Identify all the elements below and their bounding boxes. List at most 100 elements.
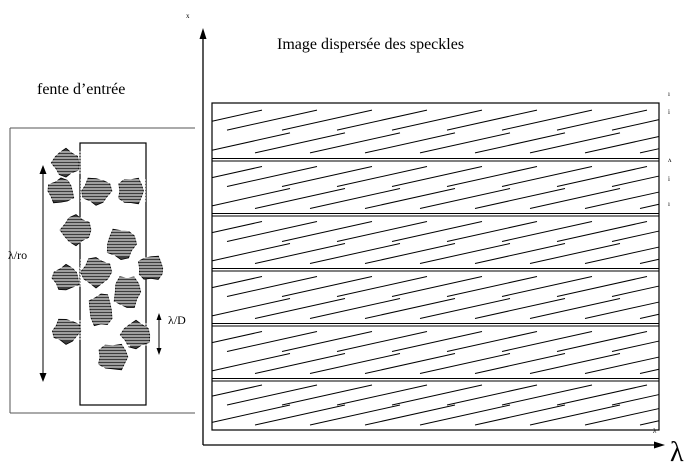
dispersed-streak — [226, 331, 318, 352]
dispersed-streak — [211, 404, 291, 423]
lambda-d-arrow — [156, 313, 162, 355]
dispersed-streak — [226, 276, 318, 297]
axes — [199, 28, 665, 449]
dispersed-streak — [211, 353, 291, 372]
dispersed-streak — [281, 166, 373, 187]
dispersed-streak — [364, 132, 456, 154]
dispersed-streak — [584, 301, 660, 319]
dispersed-streak — [226, 221, 318, 242]
dispersed-streak — [639, 313, 660, 319]
dispersed-streak — [211, 166, 263, 179]
dispersed-streak — [281, 384, 373, 406]
dispersed-streak — [226, 166, 318, 187]
dispersed-streak — [474, 404, 566, 426]
speckle — [46, 177, 76, 204]
dispersed-streak — [254, 243, 346, 264]
dispersed-streak — [611, 119, 660, 131]
dispersed-streak — [336, 221, 428, 242]
dispersed-streak — [309, 188, 401, 209]
dispersed-streak — [446, 331, 538, 352]
speckle-body — [137, 255, 164, 280]
dispersed-streak — [529, 298, 621, 319]
lambda-over-ro-label: λ/ro — [8, 248, 28, 262]
dispersed-streak — [639, 148, 660, 154]
dispersed-streak — [391, 166, 483, 187]
dispersed-streak — [611, 394, 660, 406]
speckle-spectrum-band — [211, 109, 660, 154]
speckle-spectrum-band — [211, 166, 660, 209]
speckle — [112, 276, 142, 308]
dispersed-streak — [211, 188, 291, 207]
dispersed-streak — [501, 109, 593, 131]
dispersed-streak — [226, 384, 318, 406]
dispersed-streak — [446, 221, 538, 242]
dispersed-streak — [529, 243, 621, 264]
dispersed-streak — [281, 276, 373, 297]
dispersed-streak — [611, 230, 660, 242]
dispersed-streak — [336, 331, 428, 352]
speckle — [50, 147, 81, 178]
edge-mark: ʌ — [668, 156, 672, 164]
dispersed-streak — [639, 368, 660, 374]
dispersed-streak — [556, 221, 648, 242]
speckle — [51, 318, 82, 345]
dispersed-streak — [446, 276, 538, 297]
speckle-spectrum-band — [211, 384, 660, 426]
dispersed-streak — [446, 109, 538, 131]
dispersed-streak — [419, 243, 511, 264]
dispersed-image-title: Image dispersée des speckles — [277, 36, 465, 53]
dispersed-streak — [556, 331, 648, 352]
speckle-body — [51, 318, 82, 345]
dispersed-streak — [211, 132, 291, 151]
dispersed-streak — [254, 132, 346, 154]
dispersed-streak — [336, 109, 428, 131]
dispersed-streak — [419, 132, 511, 154]
dispersed-streak — [211, 298, 291, 317]
speckle — [116, 177, 146, 205]
dispersed-streak — [501, 276, 593, 297]
speckle-body — [98, 343, 129, 371]
dispersed-streak — [501, 384, 593, 406]
speckle — [96, 343, 130, 371]
dispersed-streak — [391, 384, 483, 406]
dispersed-streak — [446, 384, 538, 406]
dispersed-image-frame — [211, 102, 660, 431]
speckle — [136, 255, 166, 280]
dispersed-streak — [584, 356, 660, 374]
dispersed-streak — [211, 221, 263, 234]
dispersed-streak — [501, 221, 593, 242]
horizontal-axis-arrow — [654, 441, 665, 449]
dispersed-streak — [529, 188, 621, 209]
dispersed-streak — [211, 109, 263, 122]
speckle — [119, 319, 152, 350]
dispersed-streak — [556, 166, 648, 187]
dispersed-streak — [336, 166, 428, 187]
dispersed-streak — [474, 188, 566, 209]
dispersed-streak — [446, 166, 538, 187]
edge-mark: ı — [668, 90, 670, 98]
speckles — [46, 147, 166, 371]
dispersed-streak — [391, 221, 483, 242]
speckle-spectrum-band — [211, 276, 660, 319]
dispersed-streak — [309, 404, 401, 426]
speckle — [87, 293, 115, 327]
dispersed-streak — [309, 132, 401, 154]
dispersed-streak — [391, 276, 483, 297]
entrance-slit-panel — [9, 127, 195, 414]
dispersed-streak — [309, 298, 401, 319]
lambda-over-d-label: λ/D — [168, 313, 186, 327]
dispersed-streak — [474, 353, 566, 374]
speckle — [80, 177, 113, 206]
speckle — [51, 263, 81, 291]
edge-mark: i — [668, 108, 670, 116]
dispersed-streak — [611, 285, 660, 297]
wavelength-axis-label: λ — [670, 437, 684, 468]
dispersed-streak — [336, 384, 428, 406]
dispersed-streak — [584, 246, 660, 264]
speckle-spectrum-band — [211, 331, 660, 374]
speckle-body — [80, 257, 113, 289]
lambda-ro-arrow — [39, 165, 47, 382]
dispersed-streak — [611, 340, 660, 352]
dispersed-streak — [254, 404, 346, 426]
dispersed-streak — [364, 353, 456, 374]
